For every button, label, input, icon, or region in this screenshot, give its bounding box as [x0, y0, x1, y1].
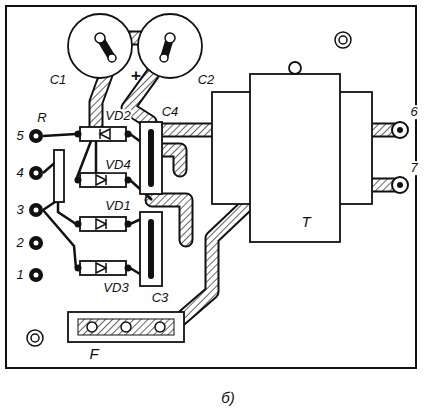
capacitor-symbols [140, 122, 162, 286]
terminal-pads [392, 122, 408, 193]
resistor-symbol [54, 150, 64, 202]
transformer-symbol [212, 62, 372, 242]
part-label: 5 [15, 129, 24, 143]
part-label: 3 [15, 203, 24, 217]
part-label: 1 [15, 268, 24, 282]
mounting-holes [27, 32, 351, 346]
figure-caption: б) [220, 390, 235, 406]
copper-traces [96, 38, 398, 330]
part-label: C1 [49, 73, 68, 87]
part-label: VD1 [104, 199, 131, 213]
part-label: 6 [409, 105, 418, 119]
part-label: F [88, 346, 99, 362]
board-outline [6, 6, 416, 368]
wires [43, 128, 152, 280]
part-label: C3 [151, 291, 170, 305]
part-label: C2 [197, 73, 216, 87]
part-label: 2 [15, 236, 24, 250]
fuse-holder [68, 312, 184, 342]
part-label: + [130, 67, 142, 85]
part-label: 7 [409, 161, 418, 175]
part-label: 4 [15, 166, 24, 180]
connector-pads [29, 129, 43, 282]
part-label: VD3 [102, 281, 129, 295]
part-label: VD4 [104, 158, 131, 172]
part-label: VD2 [104, 109, 131, 123]
part-label: C4 [161, 105, 180, 119]
part-label: T [300, 214, 311, 230]
part-label: R [36, 111, 47, 125]
